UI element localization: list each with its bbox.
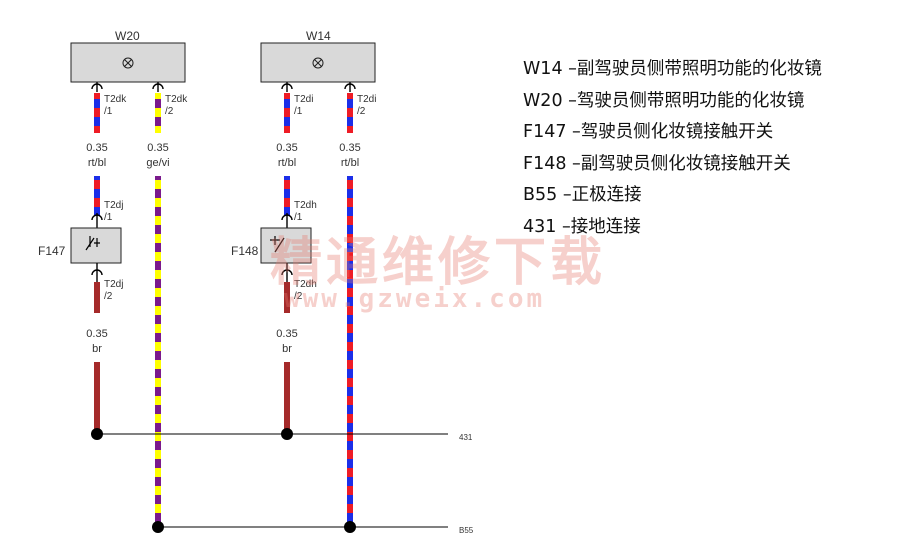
splice-dot bbox=[281, 428, 293, 440]
wire-brown bbox=[94, 282, 100, 313]
wire-size: 0.35 bbox=[276, 328, 297, 340]
mirror-w14: W14 bbox=[260, 29, 376, 83]
connector-plug bbox=[91, 82, 356, 92]
wire-ge-vi bbox=[155, 93, 161, 133]
wire-brown bbox=[284, 362, 290, 434]
mirror-w20: W20 bbox=[70, 29, 186, 83]
wire-size: 0.35 bbox=[86, 328, 107, 340]
splice-dot bbox=[91, 428, 103, 440]
ground-rail-label: 431 bbox=[459, 433, 473, 442]
lamp-icon bbox=[312, 57, 324, 69]
legend-item: W14 –副驾驶员侧带照明功能的化妆镜 bbox=[523, 59, 822, 79]
connector-pin: /1 bbox=[294, 212, 303, 223]
connector-pin: /2 bbox=[357, 106, 366, 117]
connector-pin: /1 bbox=[104, 106, 113, 117]
wire-brown bbox=[94, 362, 100, 434]
w20-label: W20 bbox=[115, 29, 140, 43]
legend: W14 –副驾驶员侧带照明功能的化妆镜 W20 –驾驶员侧带照明功能的化妆镜 F… bbox=[523, 54, 822, 243]
connector-label: T2dk bbox=[104, 94, 127, 105]
connector-label: T2dh bbox=[294, 279, 317, 290]
wire-rt-bl bbox=[284, 176, 290, 216]
connector-pin: /2 bbox=[294, 291, 303, 302]
wire-color-code: rt/bl bbox=[341, 157, 359, 169]
wire-size: 0.35 bbox=[276, 142, 297, 154]
wire-rt-bl bbox=[94, 176, 100, 216]
connector-pin: /2 bbox=[165, 106, 174, 117]
wire-rt-bl bbox=[94, 93, 100, 133]
wire-color-code: ge/vi bbox=[146, 157, 169, 169]
wire-brown bbox=[284, 282, 290, 313]
connector-label: T2dh bbox=[294, 200, 317, 211]
connector-pin: /2 bbox=[104, 291, 113, 302]
wire-rt-bl bbox=[347, 176, 353, 527]
connector-label: T2di bbox=[294, 94, 313, 105]
w14-label: W14 bbox=[306, 29, 331, 43]
legend-item: F148 –副驾驶员侧化妆镜接触开关 bbox=[523, 153, 791, 174]
connector-label: T2dk bbox=[165, 94, 188, 105]
splice-dot bbox=[344, 521, 356, 533]
watermark-title: 精通维修下载 bbox=[270, 233, 607, 293]
wire-rt-bl bbox=[347, 93, 353, 133]
wire-color-code: br bbox=[92, 343, 102, 355]
wire-size: 0.35 bbox=[147, 142, 168, 154]
f148-label: F148 bbox=[231, 244, 259, 258]
legend-item: B55 –正极连接 bbox=[523, 185, 642, 205]
lamp-icon bbox=[122, 57, 134, 69]
connector-pin: /1 bbox=[294, 106, 303, 117]
f147-label: F147 bbox=[38, 244, 66, 258]
connector-pin: /1 bbox=[104, 212, 113, 223]
wire-size: 0.35 bbox=[86, 142, 107, 154]
wire-color-code: rt/bl bbox=[278, 157, 296, 169]
watermark-url: www.gzweix.com bbox=[284, 284, 546, 314]
wire-color-code: br bbox=[282, 343, 292, 355]
positive-rail-label: B55 bbox=[459, 526, 474, 535]
contact-switch-icon bbox=[85, 236, 100, 251]
splice-dot bbox=[152, 521, 164, 533]
legend-item: W20 –驾驶员侧带照明功能的化妆镜 bbox=[523, 90, 805, 111]
contact-switch-icon bbox=[270, 236, 285, 253]
switch-f147: F147 bbox=[38, 213, 122, 282]
switch-f148: F148 bbox=[231, 213, 312, 282]
wire-ge-vi bbox=[155, 176, 161, 527]
connector-label: T2dj bbox=[104, 279, 123, 290]
legend-item: 431 –接地连接 bbox=[523, 216, 641, 237]
legend-item: F147 –驾驶员侧化妆镜接触开关 bbox=[523, 122, 774, 142]
connector-label: T2di bbox=[357, 94, 376, 105]
connector-label: T2dj bbox=[104, 200, 123, 211]
wire-rt-bl bbox=[284, 93, 290, 133]
wire-color-code: rt/bl bbox=[88, 157, 106, 169]
wire-size: 0.35 bbox=[339, 142, 360, 154]
